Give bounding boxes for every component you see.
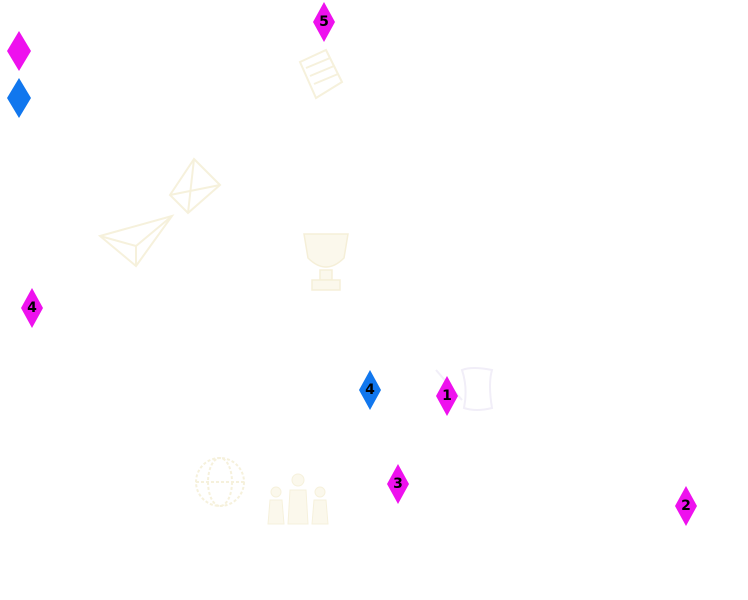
diamond-icon (436, 376, 458, 416)
marker-number: 5 (319, 14, 329, 30)
diamond-icon (387, 464, 409, 504)
legend-diamond-icon (7, 78, 31, 118)
diamond-icon (21, 288, 43, 328)
map-marker[interactable]: 5 (312, 2, 336, 42)
map-marker[interactable]: 4 (20, 288, 44, 328)
map-marker[interactable]: 3 (386, 464, 410, 504)
marker-number: 2 (681, 498, 691, 514)
paper-plane-icon (160, 155, 230, 215)
scroll-icon (292, 46, 348, 104)
legend-team-a (7, 31, 31, 71)
map-marker[interactable]: 4 (358, 370, 382, 410)
paper-plane-icon (96, 210, 176, 268)
marker-number: 1 (442, 388, 452, 404)
marker-number: 4 (365, 382, 375, 398)
people-icon (262, 468, 334, 526)
marker-number: 3 (393, 476, 403, 492)
diamond-icon (359, 370, 381, 410)
diamond-icon (675, 486, 697, 526)
marker-number: 4 (27, 300, 37, 316)
legend-team-b (7, 78, 31, 118)
map-marker[interactable]: 2 (674, 486, 698, 526)
legend-diamond-icon (7, 31, 31, 71)
diamond-icon (313, 2, 335, 42)
trophy-icon (296, 228, 356, 294)
map-marker[interactable]: 1 (435, 376, 459, 416)
globe-icon (192, 452, 248, 516)
